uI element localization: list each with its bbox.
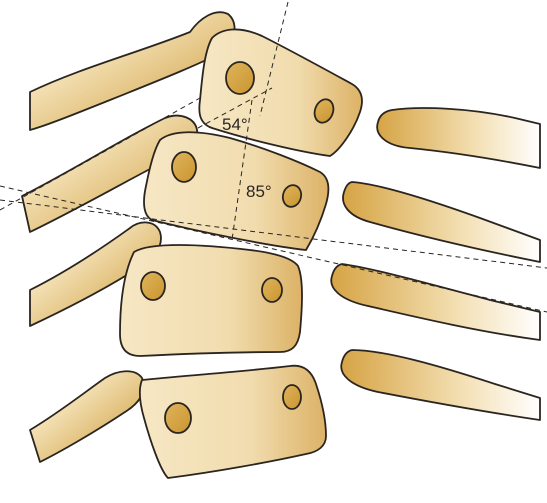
vertebra-4: [138, 364, 327, 479]
guide-lower-endplate-2: [0, 185, 547, 313]
right-rib-3: [330, 263, 541, 341]
vertebra-4-foramen-right: [282, 384, 302, 410]
angle-label-85: 85°: [246, 182, 272, 201]
vertebra-2-foramen-left: [171, 151, 197, 183]
vertebra-3: [119, 244, 303, 357]
vertebra-1-foramen-right: [313, 98, 335, 124]
angle-label-54: 54°: [222, 115, 248, 134]
right-rib-4: [340, 349, 541, 421]
right-rib-1: [376, 107, 541, 169]
vertebra-4-foramen-left: [164, 402, 192, 434]
guide-upper-axis: [259, 1, 289, 117]
guide-lower-axis: [231, 99, 253, 241]
left-rib-3: [29, 221, 162, 327]
guide-baseline: [0, 199, 547, 269]
guide-lower-endplate: [0, 97, 201, 211]
vertebra-2-foramen-right: [281, 184, 303, 208]
vertebra-3-foramen-right: [261, 277, 283, 303]
left-rib-4: [29, 370, 145, 463]
right-rib-2: [342, 181, 541, 263]
vertebra-3-foramen-left: [140, 271, 166, 301]
vertebra-1-foramen-left: [225, 61, 255, 95]
left-rib-2: [21, 114, 199, 233]
